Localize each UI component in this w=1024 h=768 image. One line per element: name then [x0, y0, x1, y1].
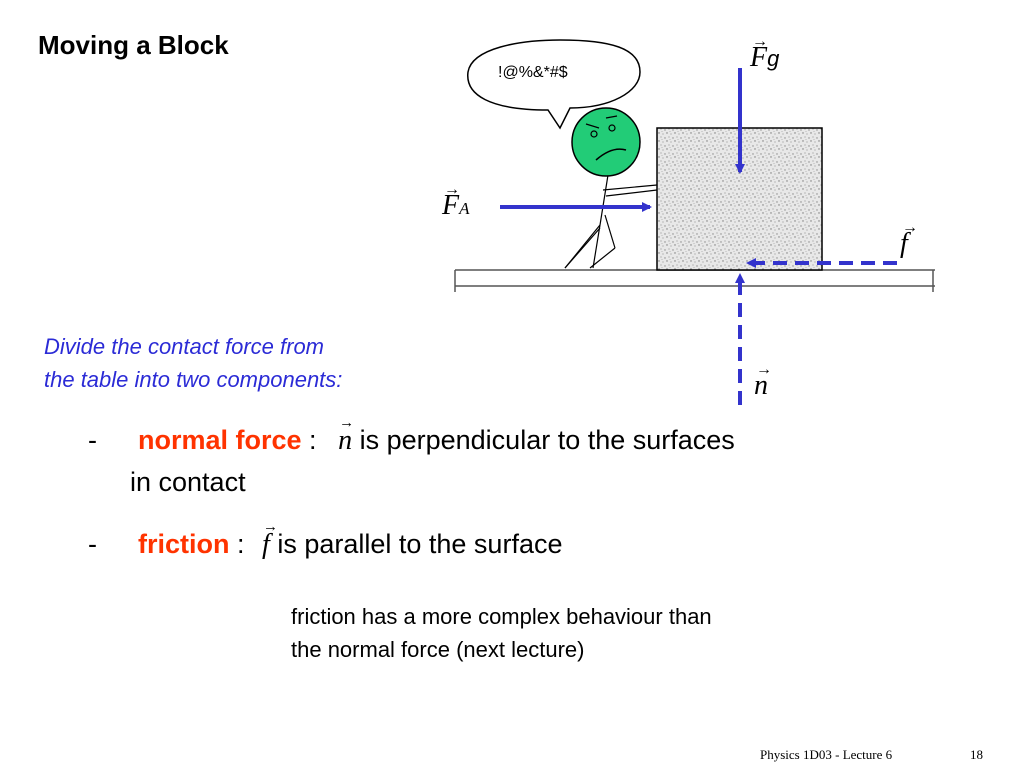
intro-text: Divide the contact force from the table … [44, 330, 342, 396]
symbol-f-text: f [262, 529, 270, 560]
vector-arrow-glyph: → [263, 519, 279, 535]
keyword-normal-force: normal force [138, 425, 302, 455]
footer-course: Physics 1D03 - Lecture 6 [760, 747, 893, 762]
label-FA-main: F [442, 190, 460, 221]
footer-page-number: 18 [970, 747, 983, 762]
label-Fg-sub: g [767, 46, 780, 71]
slide-title: Moving a Block [38, 30, 229, 60]
bullet-colon: : [229, 529, 245, 559]
angry-face [571, 107, 641, 177]
bullet-colon: : [301, 425, 317, 455]
force-diagram [454, 39, 935, 405]
symbol-n: →n [338, 416, 354, 457]
label-normal-force: → n [754, 362, 772, 402]
bullet-dash: - [88, 529, 97, 559]
table [454, 269, 935, 292]
intro-line-1: Divide the contact force from [44, 334, 325, 359]
bullet-normal-text: is perpendicular to the surfaces [359, 425, 735, 455]
label-friction-force: → f [900, 220, 918, 260]
label-applied-force: → FA [442, 182, 470, 222]
label-FA-sub: A [459, 199, 470, 218]
vector-arrow-glyph: → [444, 181, 460, 198]
vector-arrow-glyph: → [339, 415, 355, 431]
friction-note: friction has a more complex behaviour th… [291, 600, 712, 666]
block [656, 127, 823, 271]
label-gravity-force: → Fg [750, 34, 780, 74]
vector-arrow-glyph: → [902, 219, 918, 236]
keyword-friction: friction [138, 529, 230, 559]
bullet-normal-text-2: in contact [130, 467, 246, 497]
label-n: n [754, 370, 768, 401]
symbol-f: →f [262, 520, 278, 561]
note-line-1: friction has a more complex behaviour th… [291, 604, 712, 629]
intro-line-2: the table into two components: [44, 367, 343, 392]
stick-figure [564, 174, 658, 269]
vector-arrow-glyph: → [752, 33, 768, 50]
label-Fg-main: F [750, 42, 768, 73]
bullet-friction-text: is parallel to the surface [277, 529, 563, 559]
symbol-n-text: n [338, 425, 353, 456]
vector-arrow-glyph: → [756, 361, 772, 378]
speech-bubble [467, 39, 641, 130]
note-line-2: the normal force (next lecture) [291, 637, 585, 662]
speech-text: !@%&*#$ [498, 64, 568, 81]
bullet-dash: - [88, 425, 97, 455]
label-f: f [900, 228, 908, 259]
